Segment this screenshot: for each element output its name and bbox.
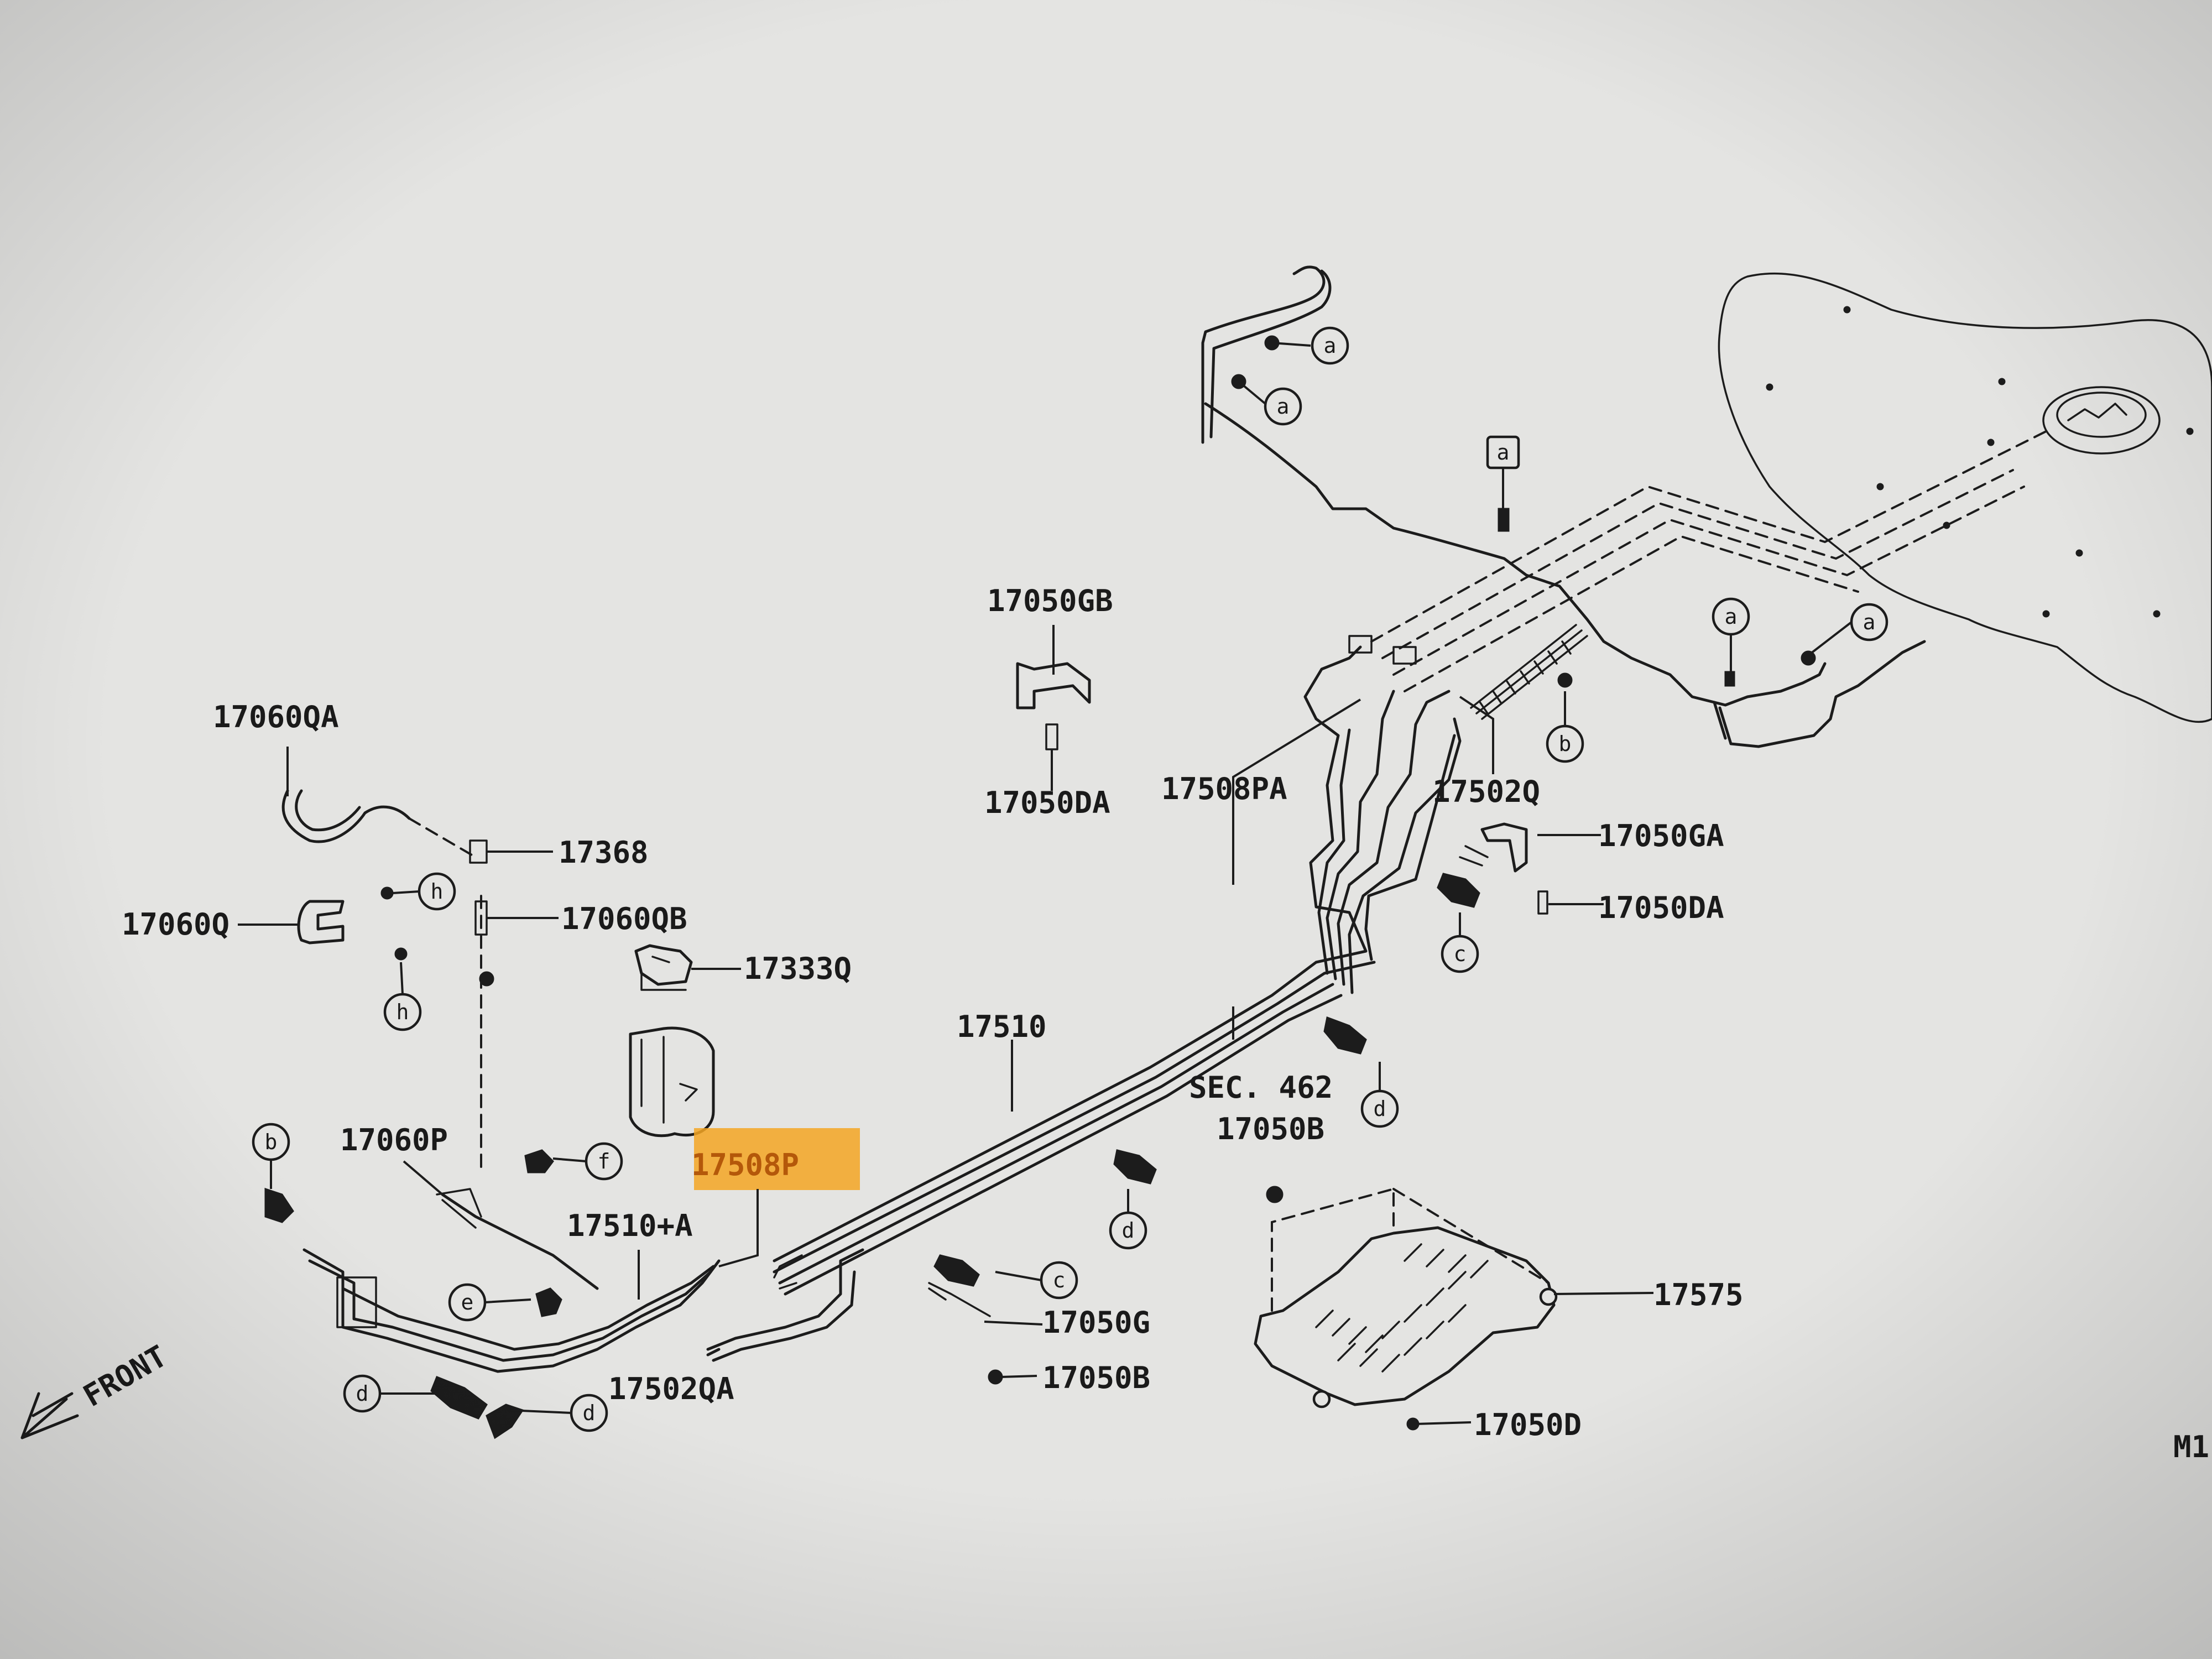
ref-marker-a-5: a — [1850, 603, 1888, 641]
svg-text:c: c — [1053, 1268, 1066, 1292]
label-17050da-right: 17050DA — [1598, 890, 1724, 925]
svg-text:a: a — [1497, 440, 1510, 465]
label-sec-462: SEC. 462 — [1189, 1070, 1333, 1105]
hardware-clips — [264, 335, 1816, 1439]
ref-marker-d-4: d — [570, 1394, 608, 1432]
label-17050gb: 17050GB — [987, 583, 1113, 618]
ref-marker-a-3: a — [1486, 435, 1520, 469]
hose-17060qa — [281, 789, 488, 864]
svg-text:h: h — [431, 879, 444, 904]
svg-text:a: a — [1324, 333, 1337, 358]
ref-marker-e-1: e — [448, 1283, 487, 1322]
label-17050b-bottom: 17050B — [1042, 1360, 1150, 1395]
label-17050da-top: 17050DA — [984, 785, 1110, 820]
fuel-tank — [1718, 272, 2212, 723]
ref-marker-b-2: b — [252, 1123, 290, 1161]
svg-text:f: f — [598, 1149, 611, 1173]
dashed-routing — [1370, 430, 2047, 692]
front-arrow-icon — [20, 1392, 79, 1439]
label-17050g: 17050G — [1042, 1305, 1150, 1340]
label-17502qa: 17502QA — [608, 1371, 734, 1406]
label-17510: 17510 — [957, 1009, 1047, 1044]
svg-text:d: d — [583, 1401, 596, 1425]
label-17050b-top: 17050B — [1217, 1112, 1324, 1146]
label-17060q: 17060Q — [122, 907, 229, 942]
ref-marker-c-2: c — [1040, 1261, 1078, 1300]
heat-shield-17575 — [1254, 1187, 1558, 1408]
part-17333q — [634, 944, 693, 991]
reference-markers: a a a a a b c c d d d d b e f h h — [252, 326, 1888, 1432]
ref-marker-c-1: c — [1441, 935, 1479, 973]
label-17510a: 17510+A — [567, 1208, 693, 1243]
svg-text:b: b — [1559, 732, 1572, 756]
svg-text:d: d — [1374, 1097, 1386, 1121]
ref-marker-b-1: b — [1546, 724, 1584, 763]
svg-text:d: d — [1122, 1218, 1135, 1243]
label-17368: 17368 — [559, 835, 649, 870]
label-17060qb: 17060QB — [561, 901, 687, 936]
ref-marker-d-2: d — [1109, 1211, 1147, 1250]
front-label: FRONT — [77, 1338, 173, 1413]
label-17502q: 17502Q — [1432, 774, 1540, 809]
label-17508p-highlighted: 17508P — [691, 1147, 799, 1182]
svg-text:e: e — [461, 1290, 474, 1314]
label-17050d: 17050D — [1474, 1407, 1582, 1442]
part-labels: 17060QA 17368 17060Q 17060QB 17333Q 1706… — [122, 583, 2209, 1464]
svg-text:a: a — [1277, 394, 1290, 419]
ref-marker-h-2: h — [383, 993, 422, 1031]
svg-text:a: a — [1863, 610, 1876, 634]
ref-marker-a-4: a — [1712, 597, 1750, 636]
ref-marker-d-3: d — [343, 1374, 382, 1413]
label-17050ga: 17050GA — [1598, 818, 1724, 853]
svg-text:d: d — [356, 1381, 369, 1406]
svg-text:h: h — [397, 1000, 409, 1024]
svg-text:c: c — [1454, 942, 1467, 966]
label-17575: 17575 — [1653, 1277, 1744, 1312]
svg-text:a: a — [1725, 604, 1738, 629]
filter-canister — [629, 1026, 715, 1138]
ref-marker-d-1: d — [1360, 1089, 1399, 1128]
label-17060qa: 17060QA — [213, 700, 339, 734]
label-17508pa: 17508PA — [1161, 771, 1287, 806]
clamp-17060q — [297, 900, 345, 945]
ref-marker-a-1: a — [1311, 326, 1349, 365]
label-17333q: 17333Q — [744, 951, 852, 986]
ref-marker-f-1: f — [585, 1142, 623, 1181]
corner-code: M1 — [2173, 1430, 2209, 1464]
ref-marker-a-2: a — [1264, 387, 1302, 426]
bracket-17050gb — [1016, 625, 1091, 791]
ref-marker-h-1: h — [418, 872, 456, 911]
svg-text:b: b — [265, 1130, 278, 1154]
front-direction-indicator: FRONT — [20, 1338, 173, 1439]
label-17060p: 17060P — [340, 1123, 448, 1157]
